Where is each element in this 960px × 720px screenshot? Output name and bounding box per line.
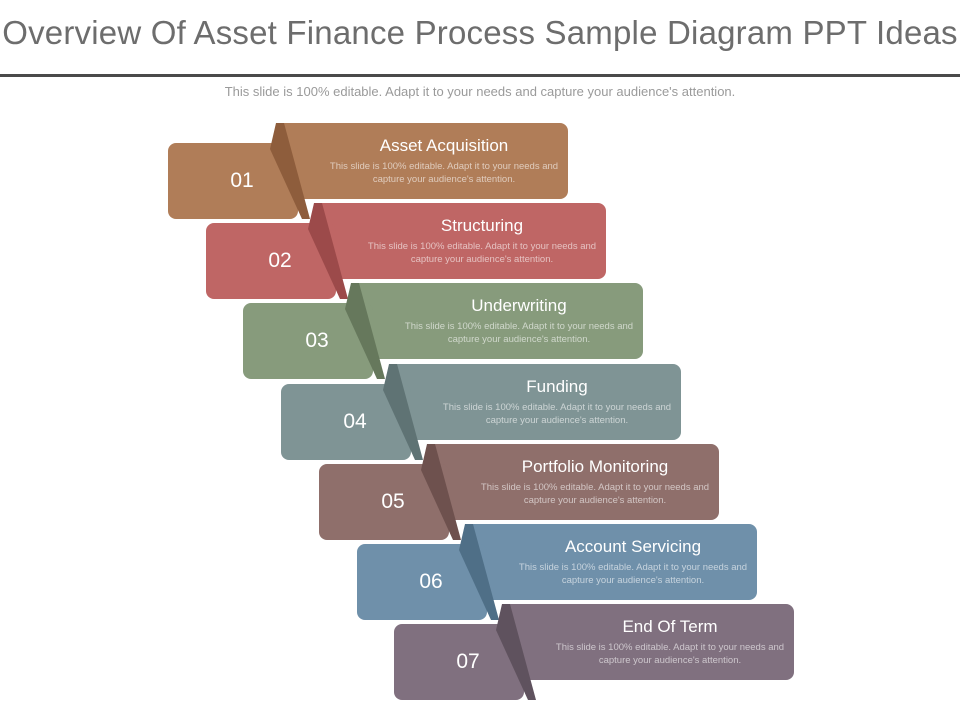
slide-title: Overview Of Asset Finance Process Sample…: [2, 14, 958, 51]
step-number: 06: [419, 570, 443, 593]
step-number: 03: [305, 329, 329, 352]
step-title: End Of Term: [622, 617, 718, 636]
step-content-panel: [465, 524, 757, 600]
step-description: This slide is 100% editable. Adapt it to…: [329, 161, 559, 185]
step-number: 02: [268, 249, 292, 272]
step-description: This slide is 100% editable. Adapt it to…: [442, 402, 672, 426]
step-description: This slide is 100% editable. Adapt it to…: [555, 642, 785, 666]
step-description: This slide is 100% editable. Adapt it to…: [367, 241, 597, 265]
step-description: This slide is 100% editable. Adapt it to…: [404, 321, 634, 345]
step-description: This slide is 100% editable. Adapt it to…: [518, 562, 748, 586]
step-number: 05: [381, 490, 405, 513]
step-content-panel: [314, 203, 606, 279]
step-title: Account Servicing: [564, 537, 702, 556]
step-number: 01: [230, 169, 254, 192]
step-content-panel: [502, 604, 794, 680]
step-title: Portfolio Monitoring: [521, 457, 669, 476]
step-content-panel: [389, 364, 681, 440]
step-content-panel: [427, 444, 719, 520]
slide-subtitle: This slide is 100% editable. Adapt it to…: [224, 84, 736, 99]
title-divider: [0, 74, 960, 77]
step-content-panel: [276, 123, 568, 199]
step-number: 04: [343, 410, 367, 433]
step-content-panel: [351, 283, 643, 359]
step-description: This slide is 100% editable. Adapt it to…: [480, 482, 710, 506]
step-number: 07: [456, 650, 480, 673]
step-title: Funding: [526, 377, 588, 396]
step-title: Underwriting: [471, 296, 567, 315]
step-title: Structuring: [440, 216, 524, 235]
step-title: Asset Acquisition: [379, 136, 509, 155]
